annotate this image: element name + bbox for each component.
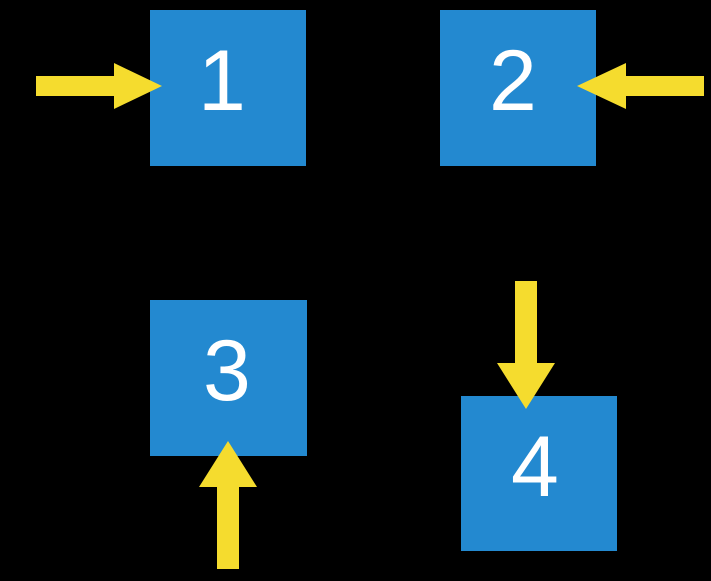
arrow-right-into-node-1 (36, 63, 162, 109)
node-box-1[interactable] (150, 10, 306, 166)
arrow-down-into-node-4 (497, 281, 555, 409)
node-box-3[interactable] (150, 300, 307, 456)
arrow-left-into-node-2 (577, 63, 704, 109)
node-label-4: 4 (511, 419, 559, 515)
node-label-1: 1 (198, 33, 246, 129)
arrow-up-into-node-3 (199, 441, 257, 569)
node-label-2: 2 (489, 33, 537, 129)
node-box-2[interactable] (440, 10, 596, 166)
node-label-3: 3 (203, 323, 251, 419)
node-box-4[interactable] (461, 396, 617, 551)
